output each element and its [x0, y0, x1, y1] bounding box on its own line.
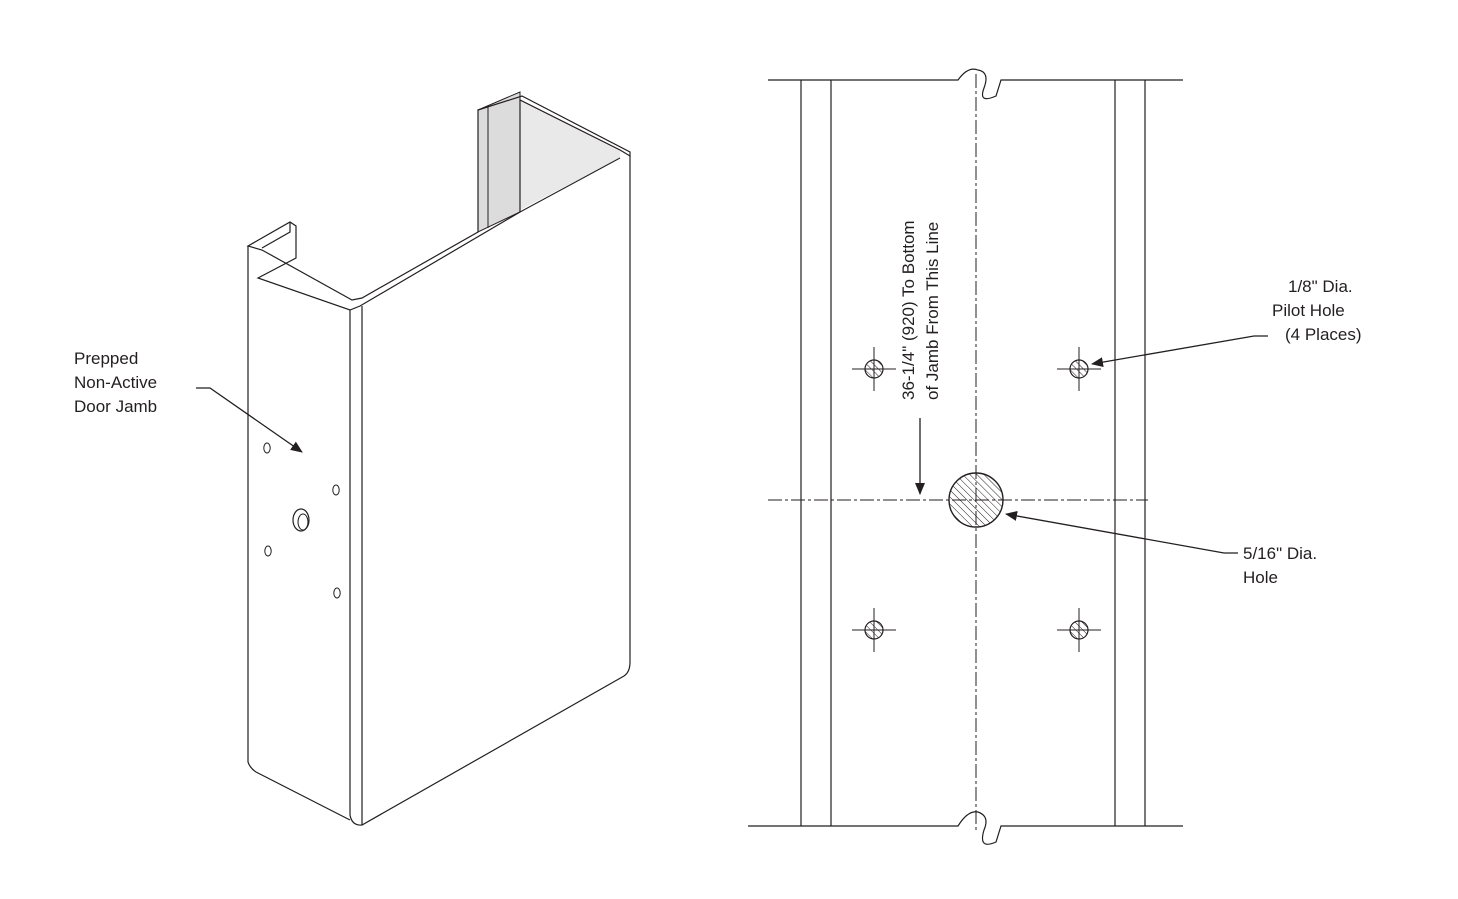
detail-view: [748, 68, 1268, 845]
main-hole-icon: [292, 508, 310, 532]
jamb-label-line1: Prepped: [74, 349, 138, 368]
jamb-side-face: [247, 246, 351, 821]
pilot-hole-top-right: [1057, 347, 1101, 391]
isometric-jamb-view: [196, 91, 631, 826]
jamb-front-face: [349, 156, 631, 826]
pilot-hole-label-line3: (4 Places): [1285, 325, 1362, 344]
pilot-hole-icon: [333, 587, 341, 599]
main-hole-leader: [1005, 511, 1238, 554]
pilot-hole-bottom-left: [852, 608, 896, 652]
pilot-hole-leader: [1091, 335, 1268, 368]
dimension-label-line2: of Jamb From This Line: [923, 222, 942, 400]
main-hole: [948, 472, 1004, 528]
jamb-label-line3: Door Jamb: [74, 397, 157, 416]
top-break-line: [768, 68, 1183, 100]
jamb-label-line2: Non-Active: [74, 373, 157, 392]
bottom-break-line: [748, 811, 1183, 845]
pilot-hole-icon: [263, 442, 271, 454]
pilot-hole-icon: [332, 484, 340, 496]
dimension-label-line1: 36-1/4" (920) To Bottom: [899, 220, 918, 400]
pilot-hole-top-left: [852, 347, 896, 391]
channel-inner-face: [520, 100, 620, 210]
jamb-leader-line: [196, 387, 303, 453]
pilot-hole-label-line2: Pilot Hole: [1272, 301, 1345, 320]
main-hole-label-line2: Hole: [1243, 568, 1278, 587]
return-flange-face: [477, 91, 521, 233]
pilot-hole-bottom-right: [1057, 608, 1101, 652]
pilot-hole-icon: [264, 545, 272, 557]
main-hole-label-line1: 5/16" Dia.: [1243, 544, 1317, 563]
jamb-top-profile: [246, 95, 631, 311]
pilot-hole-label-line1: 1/8" Dia.: [1288, 277, 1353, 296]
